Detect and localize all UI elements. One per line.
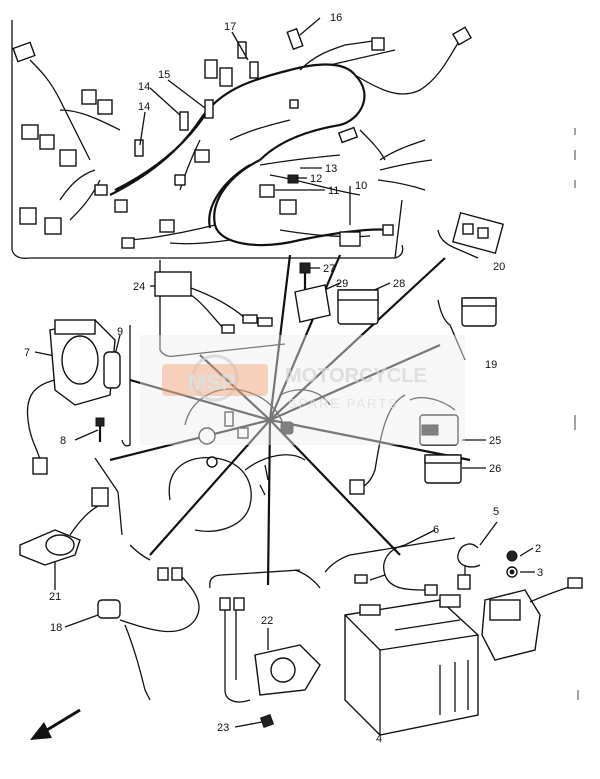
callout-12: 12 (310, 173, 322, 185)
callout-6: 6 (433, 524, 439, 536)
callout-7: 7 (24, 347, 30, 359)
hub-spokes (109, 254, 471, 586)
part-6-lead (354, 544, 438, 596)
callout-18: 18 (50, 622, 62, 634)
callout-14a: 14 (138, 81, 150, 93)
starter-relay (481, 577, 583, 661)
frame-sketch (168, 388, 331, 532)
callout-28: 28 (393, 278, 405, 290)
callout-16: 16 (330, 12, 342, 24)
callout-10: 10 (355, 180, 367, 192)
part-3-washer (506, 566, 518, 578)
callout-22: 22 (261, 615, 273, 627)
callout-20: 20 (493, 261, 505, 273)
main-harness-group (11, 20, 473, 259)
part-4-battery (344, 594, 479, 736)
margin-marks (574, 128, 579, 700)
part-2-nut (506, 550, 518, 562)
callout-4: 4 (376, 733, 382, 745)
callout-14b: 14 (138, 101, 150, 113)
watermark-line1: MOTORCYCLE (285, 365, 427, 387)
callout-2: 2 (535, 543, 541, 555)
part-24-connector (154, 271, 273, 334)
callout-8: 8 (60, 435, 66, 447)
callout-23: 23 (217, 722, 229, 734)
part-29-bracket (294, 284, 331, 323)
callout-15: 15 (158, 69, 170, 81)
callout-17: 17 (224, 21, 236, 33)
part-26-module (424, 454, 462, 484)
part-9-sleeve (103, 351, 121, 389)
part-19-relay (461, 297, 497, 327)
callout-3: 3 (537, 567, 543, 579)
callout-19: 19 (485, 359, 497, 371)
part-5-wire (457, 543, 481, 590)
callout-5: 5 (493, 506, 499, 518)
part-7-horn-unit (26, 319, 116, 475)
part-22-switch (219, 597, 321, 703)
part-20-relay (452, 211, 504, 255)
part-28-relay (337, 289, 379, 325)
watermark: MSP MOTORCYCLE SPARE PARTS (140, 335, 465, 445)
group-borders (94, 229, 479, 589)
callout-27: 27 (323, 263, 335, 275)
callout-11: 11 (328, 185, 339, 197)
part-18-sensor (97, 567, 200, 701)
callout-9: 9 (117, 326, 123, 338)
part-21-switch (19, 487, 109, 566)
part-8-bolt (95, 417, 105, 442)
part-27-screw (299, 262, 311, 290)
callout-25: 25 (489, 435, 501, 447)
part-23-screw (259, 713, 275, 729)
callout-24: 24 (133, 281, 145, 293)
callout-13: 13 (325, 163, 337, 175)
part-25-harness-branch (349, 394, 459, 495)
callout-21: 21 (49, 591, 61, 603)
callout-26: 26 (489, 463, 501, 475)
watermark-line2: SPARE PARTS (288, 396, 399, 411)
watermark-badge: MSP (188, 370, 236, 395)
front-direction-arrow (30, 708, 81, 740)
callout-29: 29 (336, 278, 348, 290)
callout-labels: 17 16 15 14 14 13 12 11 10 20 24 27 29 2… (24, 12, 543, 745)
